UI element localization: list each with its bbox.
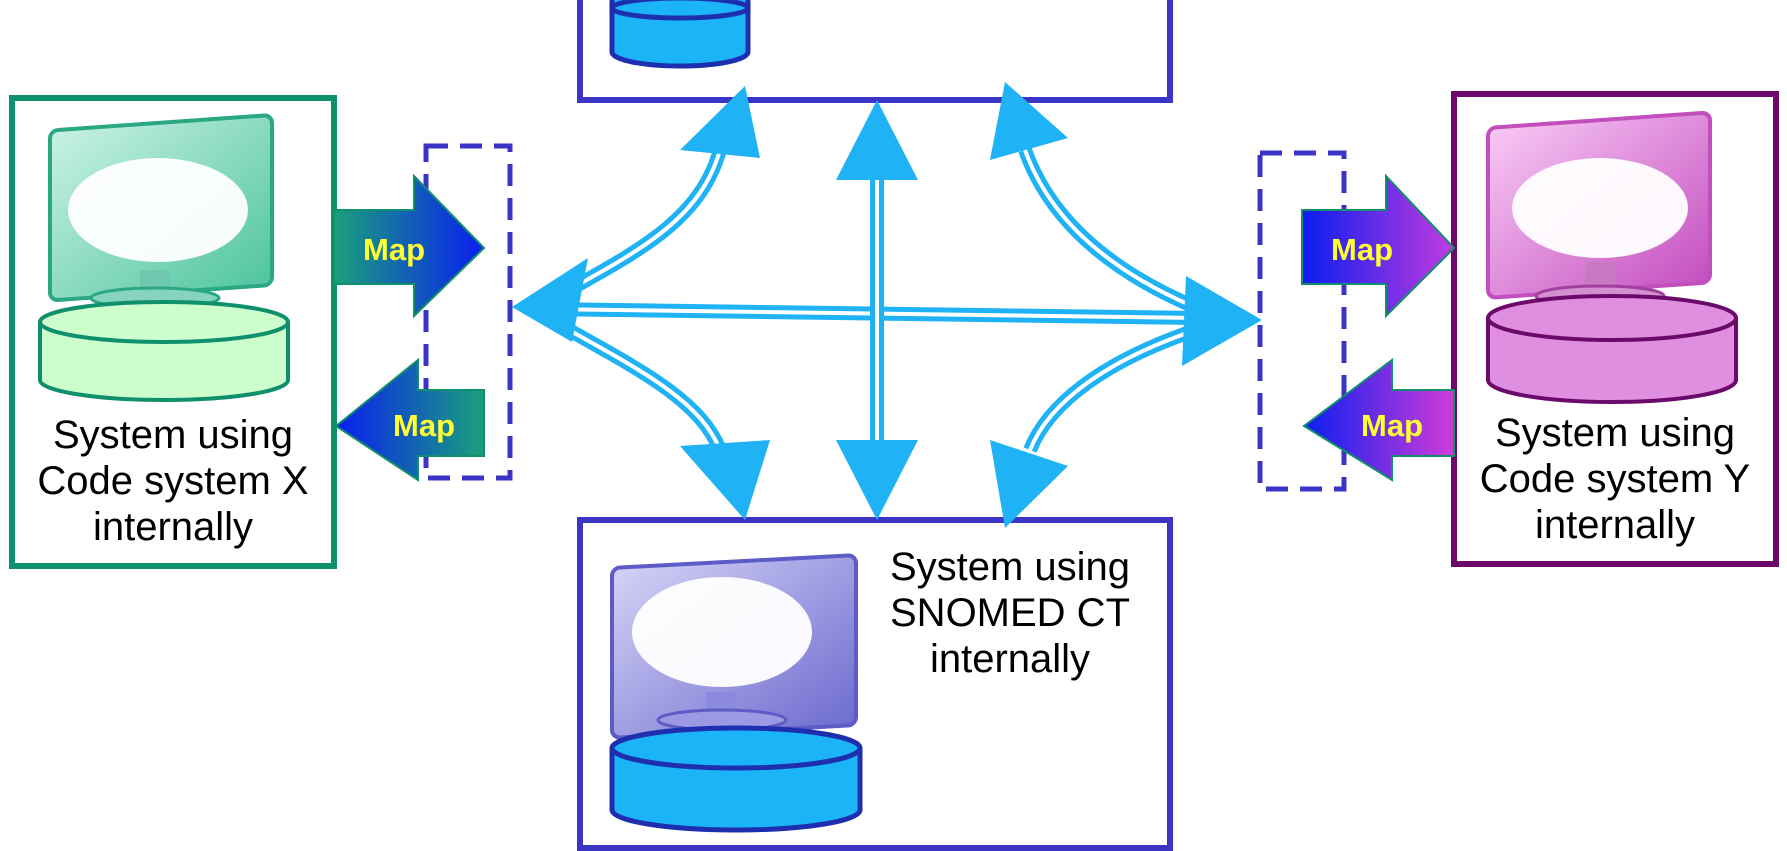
- database-icon: [38, 300, 290, 402]
- system-x-box: [9, 95, 337, 569]
- arrowheads: [512, 82, 1262, 528]
- system-y-label: System using Code system Y internally: [1479, 411, 1751, 547]
- monitor-icon: [48, 113, 274, 310]
- map-label: Map: [393, 408, 455, 443]
- right-map-boundary: [1257, 150, 1347, 492]
- map-arrow-y-in: Map: [1301, 173, 1456, 319]
- left-map-boundary: [423, 143, 513, 481]
- system-y-box: [1451, 91, 1779, 567]
- map-arrow-x-out: Map: [333, 173, 486, 319]
- system-x-label: System using Code system X internally: [37, 413, 309, 549]
- monitor-icon: [1486, 110, 1712, 308]
- map-arrow-y-out: Map: [1302, 358, 1455, 482]
- snomed-system-box: [577, 517, 1173, 851]
- map-label: Map: [1331, 232, 1393, 267]
- snomed-system-label: System using SNOMED CT internally: [889, 545, 1131, 681]
- snomed-system-top-box: [577, 0, 1173, 103]
- monitor-icon: [610, 553, 858, 740]
- map-arrow-x-in: Map: [334, 357, 485, 482]
- connector-arrows: [539, 147, 1201, 455]
- database-icon: [1486, 294, 1738, 404]
- database-icon: [609, 725, 863, 833]
- map-label: Map: [1361, 408, 1423, 443]
- map-label: Map: [363, 232, 425, 267]
